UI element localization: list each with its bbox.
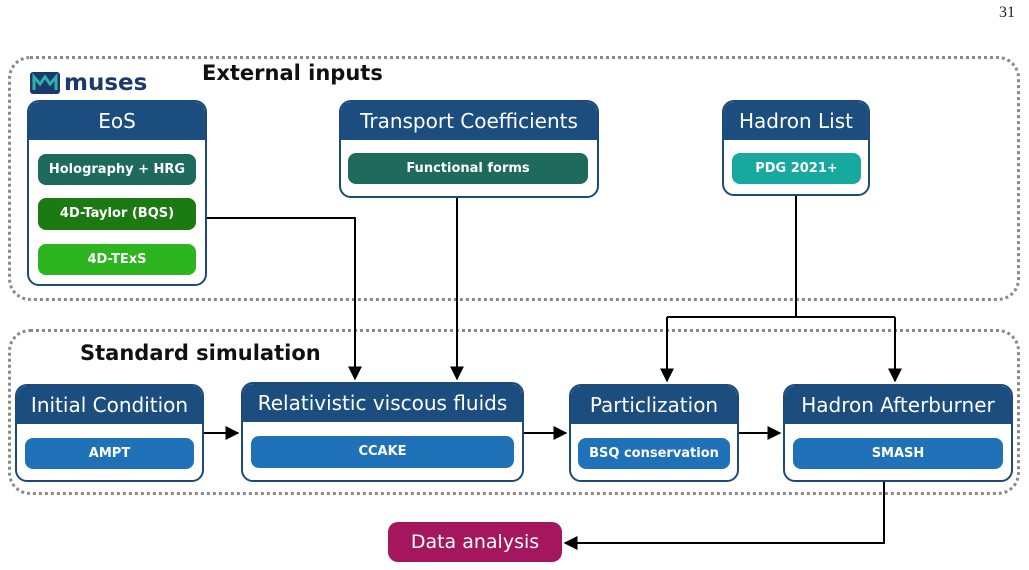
muses-logo-icon (30, 72, 60, 94)
hadron-afterburner-item-smash: SMASH (793, 438, 1003, 469)
standard-simulation-title: Standard simulation (80, 341, 321, 365)
viscous-fluids-title: Relativistic viscous fluids (243, 384, 522, 422)
hadron-list-item-pdg: PDG 2021+ (732, 153, 861, 184)
initial-condition-title: Initial Condition (17, 386, 202, 424)
arrow-afterburner-to-data-analysis (563, 482, 885, 550)
particlization-item-bsq: BSQ conservation (578, 438, 730, 469)
data-analysis-box: Data analysis (388, 522, 562, 562)
hadron-list-title: Hadron List (724, 102, 868, 140)
muses-logo-text: muses (64, 70, 148, 96)
page-number: 31 (999, 4, 1015, 21)
external-inputs-title: External inputs (202, 61, 383, 85)
muses-logo: muses (30, 70, 147, 96)
transport-coefficients-title: Transport Coefficients (341, 102, 597, 140)
eos-item-holography: Holography + HRG (38, 154, 196, 185)
eos-item-texs: 4D-TExS (38, 244, 196, 275)
hadron-afterburner-title: Hadron Afterburner (785, 386, 1011, 424)
arrow-eos-to-fluids (207, 217, 362, 381)
particlization-title: Particlization (571, 386, 737, 424)
standard-simulation-group (8, 329, 1020, 495)
viscous-fluids-item-ccake: CCAKE (251, 436, 514, 468)
eos-item-taylor: 4D-Taylor (BQS) (38, 198, 196, 230)
initial-condition-item-ampt: AMPT (25, 438, 194, 469)
external-inputs-group (8, 56, 1020, 301)
transport-item-functional-forms: Functional forms (348, 153, 588, 184)
eos-card-title: EoS (29, 102, 205, 140)
